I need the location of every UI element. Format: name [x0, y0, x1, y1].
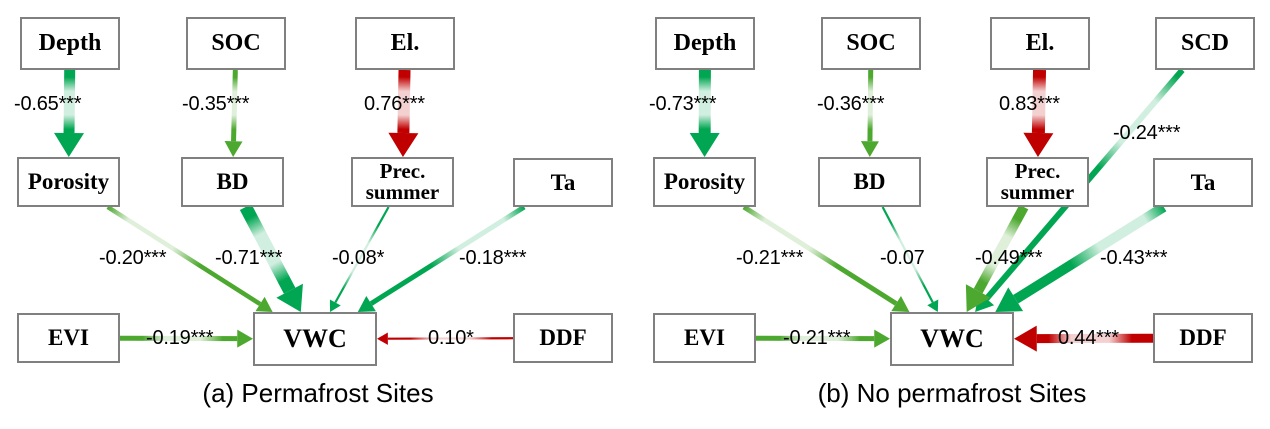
node-label-depth: Depth — [38, 30, 102, 57]
node-box-depth[interactable]: Depth — [20, 17, 120, 70]
node-label-prec: Prec. summer — [365, 158, 440, 204]
arrowhead — [276, 283, 303, 312]
node-box-prec[interactable]: Prec. summer — [986, 157, 1089, 207]
node-label-prec: Prec. summer — [1000, 158, 1075, 204]
node-label-scd: SCD — [1180, 30, 1229, 57]
node-box-evi[interactable]: EVI — [17, 313, 120, 363]
node-box-ddf[interactable]: DDF — [513, 313, 613, 363]
edge-label-evi-to-vwc: -0.19*** — [146, 327, 214, 349]
node-label-el: El. — [390, 30, 420, 57]
node-label-el: El. — [1025, 30, 1055, 57]
node-box-ddf[interactable]: DDF — [1153, 313, 1253, 363]
node-label-ta: Ta — [1190, 169, 1216, 195]
edge-label-evi-to-vwc: -0.21*** — [783, 327, 851, 349]
node-box-porosity[interactable]: Porosity — [653, 157, 756, 207]
node-box-depth[interactable]: Depth — [655, 17, 755, 70]
edge-label-scd-to-vwc: -0.24*** — [1113, 122, 1181, 144]
panel-caption-b: (b) No permafrost Sites — [817, 378, 1087, 408]
arrowhead — [224, 141, 243, 157]
node-box-soc[interactable]: SOC — [821, 17, 921, 70]
node-box-el[interactable]: El. — [990, 17, 1090, 70]
node-label-vwc: VWC — [920, 323, 984, 353]
edge-label-el-to-prec: 0.76*** — [364, 93, 425, 115]
arrowhead — [237, 329, 253, 348]
node-box-evi[interactable]: EVI — [653, 313, 756, 363]
node-label-soc: SOC — [846, 30, 896, 57]
arrowhead — [965, 284, 991, 312]
node-label-porosity: Porosity — [663, 169, 746, 195]
node-box-el[interactable]: El. — [355, 17, 455, 70]
edge-label-depth-to-porosity: -0.73*** — [649, 93, 717, 115]
node-label-evi: EVI — [684, 325, 725, 351]
edge-label-prec-to-vwc: -0.49*** — [975, 247, 1043, 269]
node-box-scd[interactable]: SCD — [1155, 17, 1255, 70]
edge-label-bd-to-vwc: -0.07 — [880, 247, 925, 269]
node-box-bd[interactable]: BD — [181, 157, 284, 207]
arrowhead — [1023, 132, 1054, 157]
edge-label-ta-to-vwc: -0.18*** — [459, 247, 527, 269]
node-label-bd: BD — [216, 169, 249, 195]
arrowhead — [891, 295, 910, 312]
node-label-ddf: DDF — [539, 325, 587, 351]
node-box-ta[interactable]: Ta — [1153, 158, 1253, 207]
edge-label-depth-to-porosity: -0.65*** — [14, 93, 82, 115]
arrowhead — [927, 299, 939, 312]
arrowhead — [1014, 325, 1037, 352]
edge-label-soc-to-bd: -0.36*** — [817, 93, 885, 115]
node-box-porosity[interactable]: Porosity — [17, 157, 120, 207]
node-label-ta: Ta — [550, 169, 576, 195]
arrowhead — [54, 132, 85, 157]
node-box-prec[interactable]: Prec. summer — [351, 157, 454, 207]
edge-label-porosity-to-vwc: -0.21*** — [736, 247, 804, 269]
node-label-bd: BD — [853, 169, 886, 195]
node-label-evi: EVI — [48, 325, 89, 351]
node-label-vwc: VWC — [283, 323, 347, 353]
edge-label-bd-to-vwc: -0.71*** — [215, 247, 283, 269]
node-box-vwc[interactable]: VWC — [890, 312, 1014, 366]
edge-label-ddf-to-vwc: 0.44*** — [1058, 327, 1119, 349]
arrowhead — [995, 287, 1024, 312]
edge-label-ta-to-vwc: -0.43*** — [1100, 247, 1168, 269]
arrowhead — [255, 296, 273, 312]
arrowhead — [975, 292, 995, 312]
arrowhead — [329, 299, 341, 312]
node-label-soc: SOC — [211, 30, 261, 57]
node-box-soc[interactable]: SOC — [186, 17, 286, 70]
arrowhead — [689, 132, 720, 157]
node-box-ta[interactable]: Ta — [513, 158, 613, 207]
arrowhead — [357, 295, 376, 312]
node-label-porosity: Porosity — [27, 169, 110, 195]
edge-label-ddf-to-vwc: 0.10* — [428, 327, 474, 349]
arrowhead — [377, 332, 388, 345]
node-box-vwc[interactable]: VWC — [253, 312, 377, 366]
node-label-depth: Depth — [673, 30, 737, 57]
edge-label-prec-to-vwc: -0.08* — [332, 247, 385, 269]
arrowhead — [874, 329, 890, 348]
arrowhead — [860, 141, 879, 157]
edge-label-soc-to-bd: -0.35*** — [182, 93, 250, 115]
edge-label-el-to-prec: 0.83*** — [999, 93, 1060, 115]
arrowhead — [388, 132, 419, 157]
panel-caption-a: (a) Permafrost Sites — [202, 378, 434, 408]
node-box-bd[interactable]: BD — [818, 157, 921, 207]
node-label-ddf: DDF — [1179, 325, 1227, 351]
edge-label-porosity-to-vwc: -0.20*** — [99, 247, 167, 269]
